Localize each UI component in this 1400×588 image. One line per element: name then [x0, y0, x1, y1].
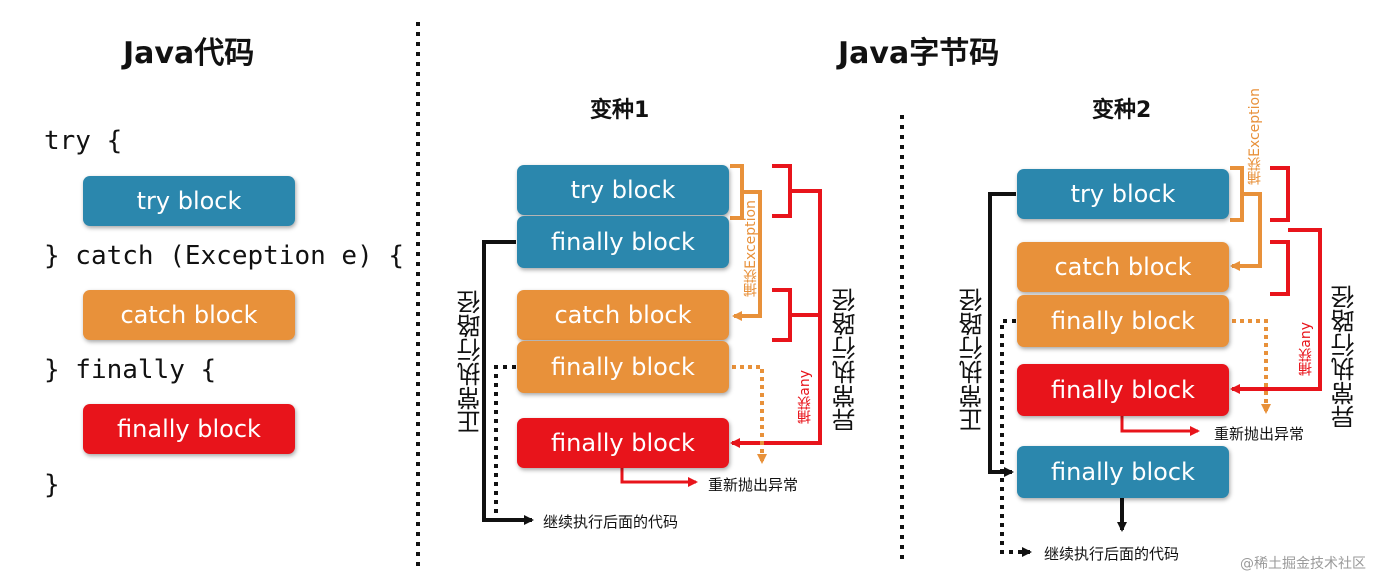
- v2-catch-block: catch block: [1017, 242, 1229, 292]
- v2-dotted-orange: [1232, 319, 1271, 414]
- v2-any-bracket-top: [1232, 166, 1322, 389]
- right-title: Java字节码: [838, 36, 1000, 71]
- code-finally: } finally {: [44, 355, 217, 385]
- v2-try-block: try block: [1017, 169, 1229, 219]
- v1-finally-block-3: finally block: [517, 418, 729, 468]
- left-catch-block: catch block: [83, 290, 295, 340]
- v2-finally-block-3: finally block: [1017, 446, 1229, 498]
- v2-finally-block-2: finally block: [1017, 364, 1229, 416]
- variant1-title: 变种1: [590, 98, 650, 123]
- v1-rethrow-arrow: [620, 468, 698, 487]
- v2-any-bracket-mid: [1270, 240, 1290, 296]
- v1-abnormal-path-label: 异常执行路径: [832, 288, 860, 432]
- v1-try-block: try block: [517, 165, 729, 215]
- left-finally-block: finally block: [83, 404, 295, 454]
- v2-rethrow-label: 重新抛出异常: [1214, 425, 1305, 443]
- v2-normal-path-label: 正常执行路径: [959, 288, 987, 432]
- v2-continue-label: 继续执行后面的代码: [1044, 545, 1180, 563]
- v2-normal-path: [988, 192, 1016, 477]
- v1-normal-path-dotted: [494, 365, 516, 520]
- v2-capture-exception-label: 捕获Exception: [1247, 88, 1263, 185]
- code-try: try {: [44, 126, 123, 156]
- v2-rethrow-arrow: [1120, 416, 1200, 436]
- left-try-block: try block: [83, 176, 295, 226]
- v2-abnormal-path-label: 异常执行路径: [1331, 285, 1359, 429]
- v2-exception-bracket: [1230, 166, 1262, 266]
- variant2-title: 变种2: [1092, 98, 1152, 123]
- code-catch: } catch (Exception e) {: [44, 241, 405, 271]
- v2-normal-path-dotted: [1000, 319, 1032, 557]
- v2-capture-any-label: 捕获any: [1298, 322, 1314, 376]
- v2-finally-block-1: finally block: [1017, 295, 1229, 347]
- v1-exception-bracket: [730, 164, 762, 316]
- v1-dotted-orange: [732, 365, 767, 464]
- v1-finally-block-2: finally block: [517, 341, 729, 393]
- watermark: @稀土掘金技术社区: [1240, 556, 1366, 572]
- v1-any-bracket-mid: [772, 288, 820, 342]
- code-end: }: [44, 470, 60, 500]
- v1-finally-block-1: finally block: [517, 216, 729, 268]
- v1-continue-label: 继续执行后面的代码: [543, 513, 679, 531]
- v1-normal-path: [482, 240, 534, 525]
- v1-normal-path-label: 正常执行路径: [457, 290, 485, 434]
- v1-catch-block: catch block: [517, 290, 729, 340]
- v1-capture-exception-label: 捕获Exception: [743, 200, 759, 297]
- v1-capture-any-label: 捕获any: [797, 370, 813, 424]
- v1-rethrow-label: 重新抛出异常: [708, 476, 799, 494]
- left-title: Java代码: [123, 36, 255, 71]
